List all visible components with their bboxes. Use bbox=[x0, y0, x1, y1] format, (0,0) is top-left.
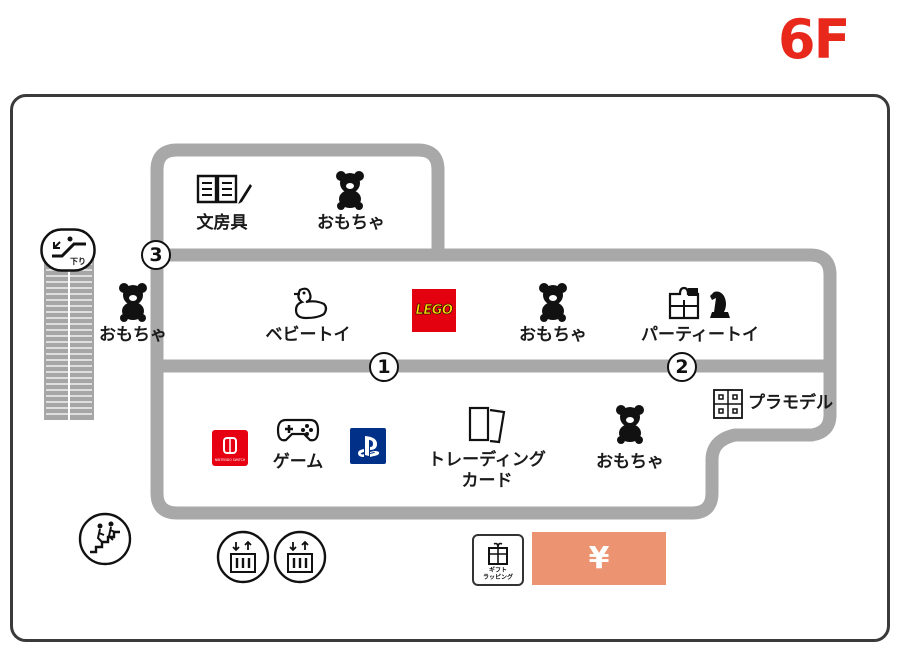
nintendo-switch-logo: NINTENDO SWITCH bbox=[212, 430, 248, 466]
puzzle-chess-icon bbox=[668, 286, 734, 322]
zone-trading-cards-line2: カード bbox=[461, 471, 513, 491]
escalator-track bbox=[44, 258, 94, 420]
game-controller-icon bbox=[276, 416, 320, 444]
stairs-icon[interactable] bbox=[78, 512, 132, 566]
escalator-direction: 下り bbox=[70, 257, 86, 266]
floor-outline bbox=[10, 94, 890, 642]
teddy-bear-icon bbox=[334, 170, 366, 210]
teddy-bear-icon bbox=[614, 404, 646, 444]
teddy-bear-icon bbox=[117, 282, 149, 322]
gift-wrapping-counter[interactable]: ギフト ラッピング bbox=[472, 534, 524, 586]
duck-icon bbox=[292, 286, 330, 320]
zone-baby-toys: ベビートイ bbox=[265, 325, 351, 345]
plastic-model-icon bbox=[713, 389, 743, 419]
teddy-bear-icon bbox=[537, 282, 569, 322]
escalator-down-icon[interactable]: 下り bbox=[40, 228, 96, 272]
floor-label: 6F bbox=[778, 8, 850, 71]
marker-2: 2 bbox=[667, 352, 697, 382]
gift-wrapping-label-2: ラッピング bbox=[482, 574, 513, 581]
playstation-logo bbox=[350, 428, 386, 464]
zone-game: ゲーム bbox=[272, 452, 324, 472]
zone-stationery: 文房具 bbox=[196, 213, 248, 233]
svg-text:NINTENDO SWITCH: NINTENDO SWITCH bbox=[215, 458, 246, 462]
cashier-counter[interactable]: ¥ bbox=[532, 532, 666, 585]
zone-toys-center: おもちゃ bbox=[519, 325, 587, 345]
zone-party-toys: パーティートイ bbox=[641, 325, 759, 345]
marker-1: 1 bbox=[369, 352, 399, 382]
elevator-icon[interactable] bbox=[216, 530, 270, 584]
zone-trading-cards: トレーディング カード bbox=[418, 450, 556, 492]
lego-logo: LEGO bbox=[412, 289, 456, 332]
trading-card-icon bbox=[466, 404, 508, 444]
zone-toys-left: おもちゃ bbox=[99, 325, 167, 345]
stationery-icon bbox=[196, 172, 252, 208]
aisles bbox=[150, 143, 837, 520]
gift-icon bbox=[488, 542, 508, 565]
marker-3: 3 bbox=[141, 240, 171, 270]
gift-wrapping-label-1: ギフト bbox=[488, 567, 507, 574]
zone-toys-top: おもちゃ bbox=[317, 213, 385, 233]
zone-plastic-models: プラモデル bbox=[748, 393, 833, 413]
elevator-icon[interactable] bbox=[273, 530, 327, 584]
zone-toys-bottom: おもちゃ bbox=[596, 452, 664, 472]
zone-trading-cards-line1: トレーディング bbox=[428, 450, 546, 470]
